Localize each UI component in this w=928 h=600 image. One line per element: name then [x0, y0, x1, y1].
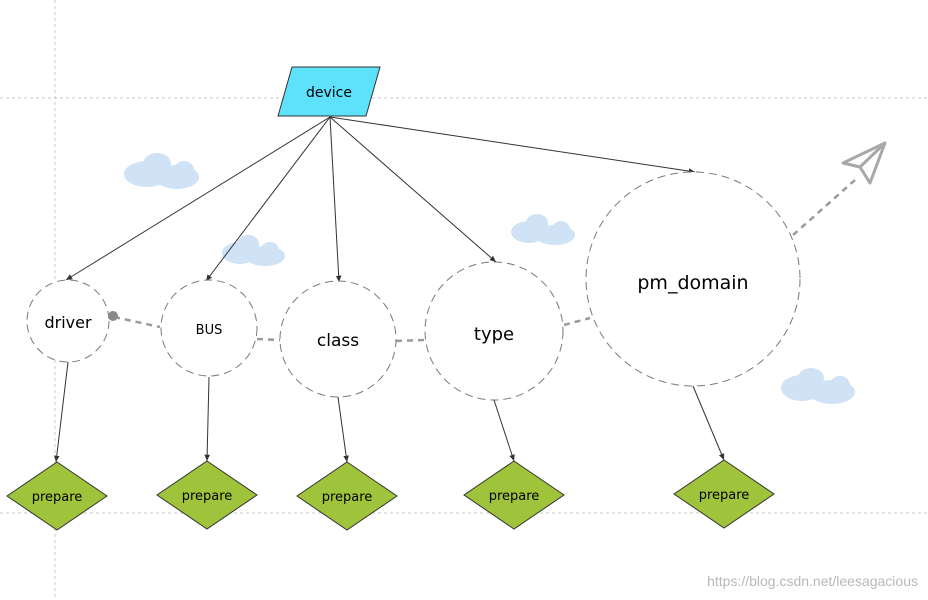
driver-node — [26, 279, 110, 363]
dashed-link-plane — [792, 179, 856, 236]
arrow-device-bus — [205, 116, 331, 282]
prepare-arrows — [53, 361, 725, 463]
prepare-node-pmdomain — [673, 459, 775, 529]
class-label: class — [317, 331, 359, 351]
prepare-label: prepare — [182, 489, 233, 504]
arrow-pmdomain-prepare — [692, 385, 725, 461]
prepare-node-driver — [6, 461, 108, 531]
device-arrows — [65, 116, 696, 283]
arrow-device-driver — [65, 116, 331, 281]
cloud-icon — [124, 153, 199, 189]
prepare-label: prepare — [489, 489, 540, 504]
watermark: https://blog.csdn.net/leesagacious — [707, 573, 918, 589]
arrow-device-pmdomain — [329, 116, 696, 174]
link-bus-class — [256, 337, 281, 342]
arrow-device-class — [329, 116, 342, 283]
device-node — [277, 66, 381, 117]
link-driver-bus-dot — [108, 311, 118, 321]
link-type-pmdomain — [563, 316, 591, 327]
device-label: device — [306, 85, 352, 101]
arrow-type-prepare — [493, 399, 515, 462]
prepare-node-type — [463, 460, 565, 530]
arrow-bus-prepare — [204, 376, 210, 462]
circles — [26, 171, 801, 401]
bus-label: BUS — [196, 323, 223, 338]
arrow-class-prepare — [337, 396, 349, 463]
prepare-label: prepare — [32, 490, 83, 505]
driver-label: driver — [44, 313, 91, 332]
arrow-driver-prepare — [53, 361, 69, 463]
prepare-nodes — [6, 459, 775, 531]
cloud-icon — [511, 214, 575, 245]
link-class-type — [395, 338, 426, 343]
class-node — [279, 280, 397, 398]
prepare-node-bus — [156, 460, 258, 530]
link-driver-bus — [113, 315, 161, 329]
cloud-icon — [781, 368, 855, 404]
prepare-node-class — [296, 461, 398, 531]
prepare-label: prepare — [699, 488, 750, 503]
pm-domain-label: pm_domain — [637, 272, 748, 294]
dashed-links — [113, 315, 591, 343]
bus-node — [160, 279, 258, 377]
prepare-label: prepare — [322, 490, 373, 505]
paper-plane-icon — [841, 141, 887, 185]
cloud-icon — [222, 235, 285, 266]
type-label: type — [474, 324, 514, 345]
pm-domain-node — [585, 171, 801, 387]
arrow-device-type — [329, 116, 497, 263]
